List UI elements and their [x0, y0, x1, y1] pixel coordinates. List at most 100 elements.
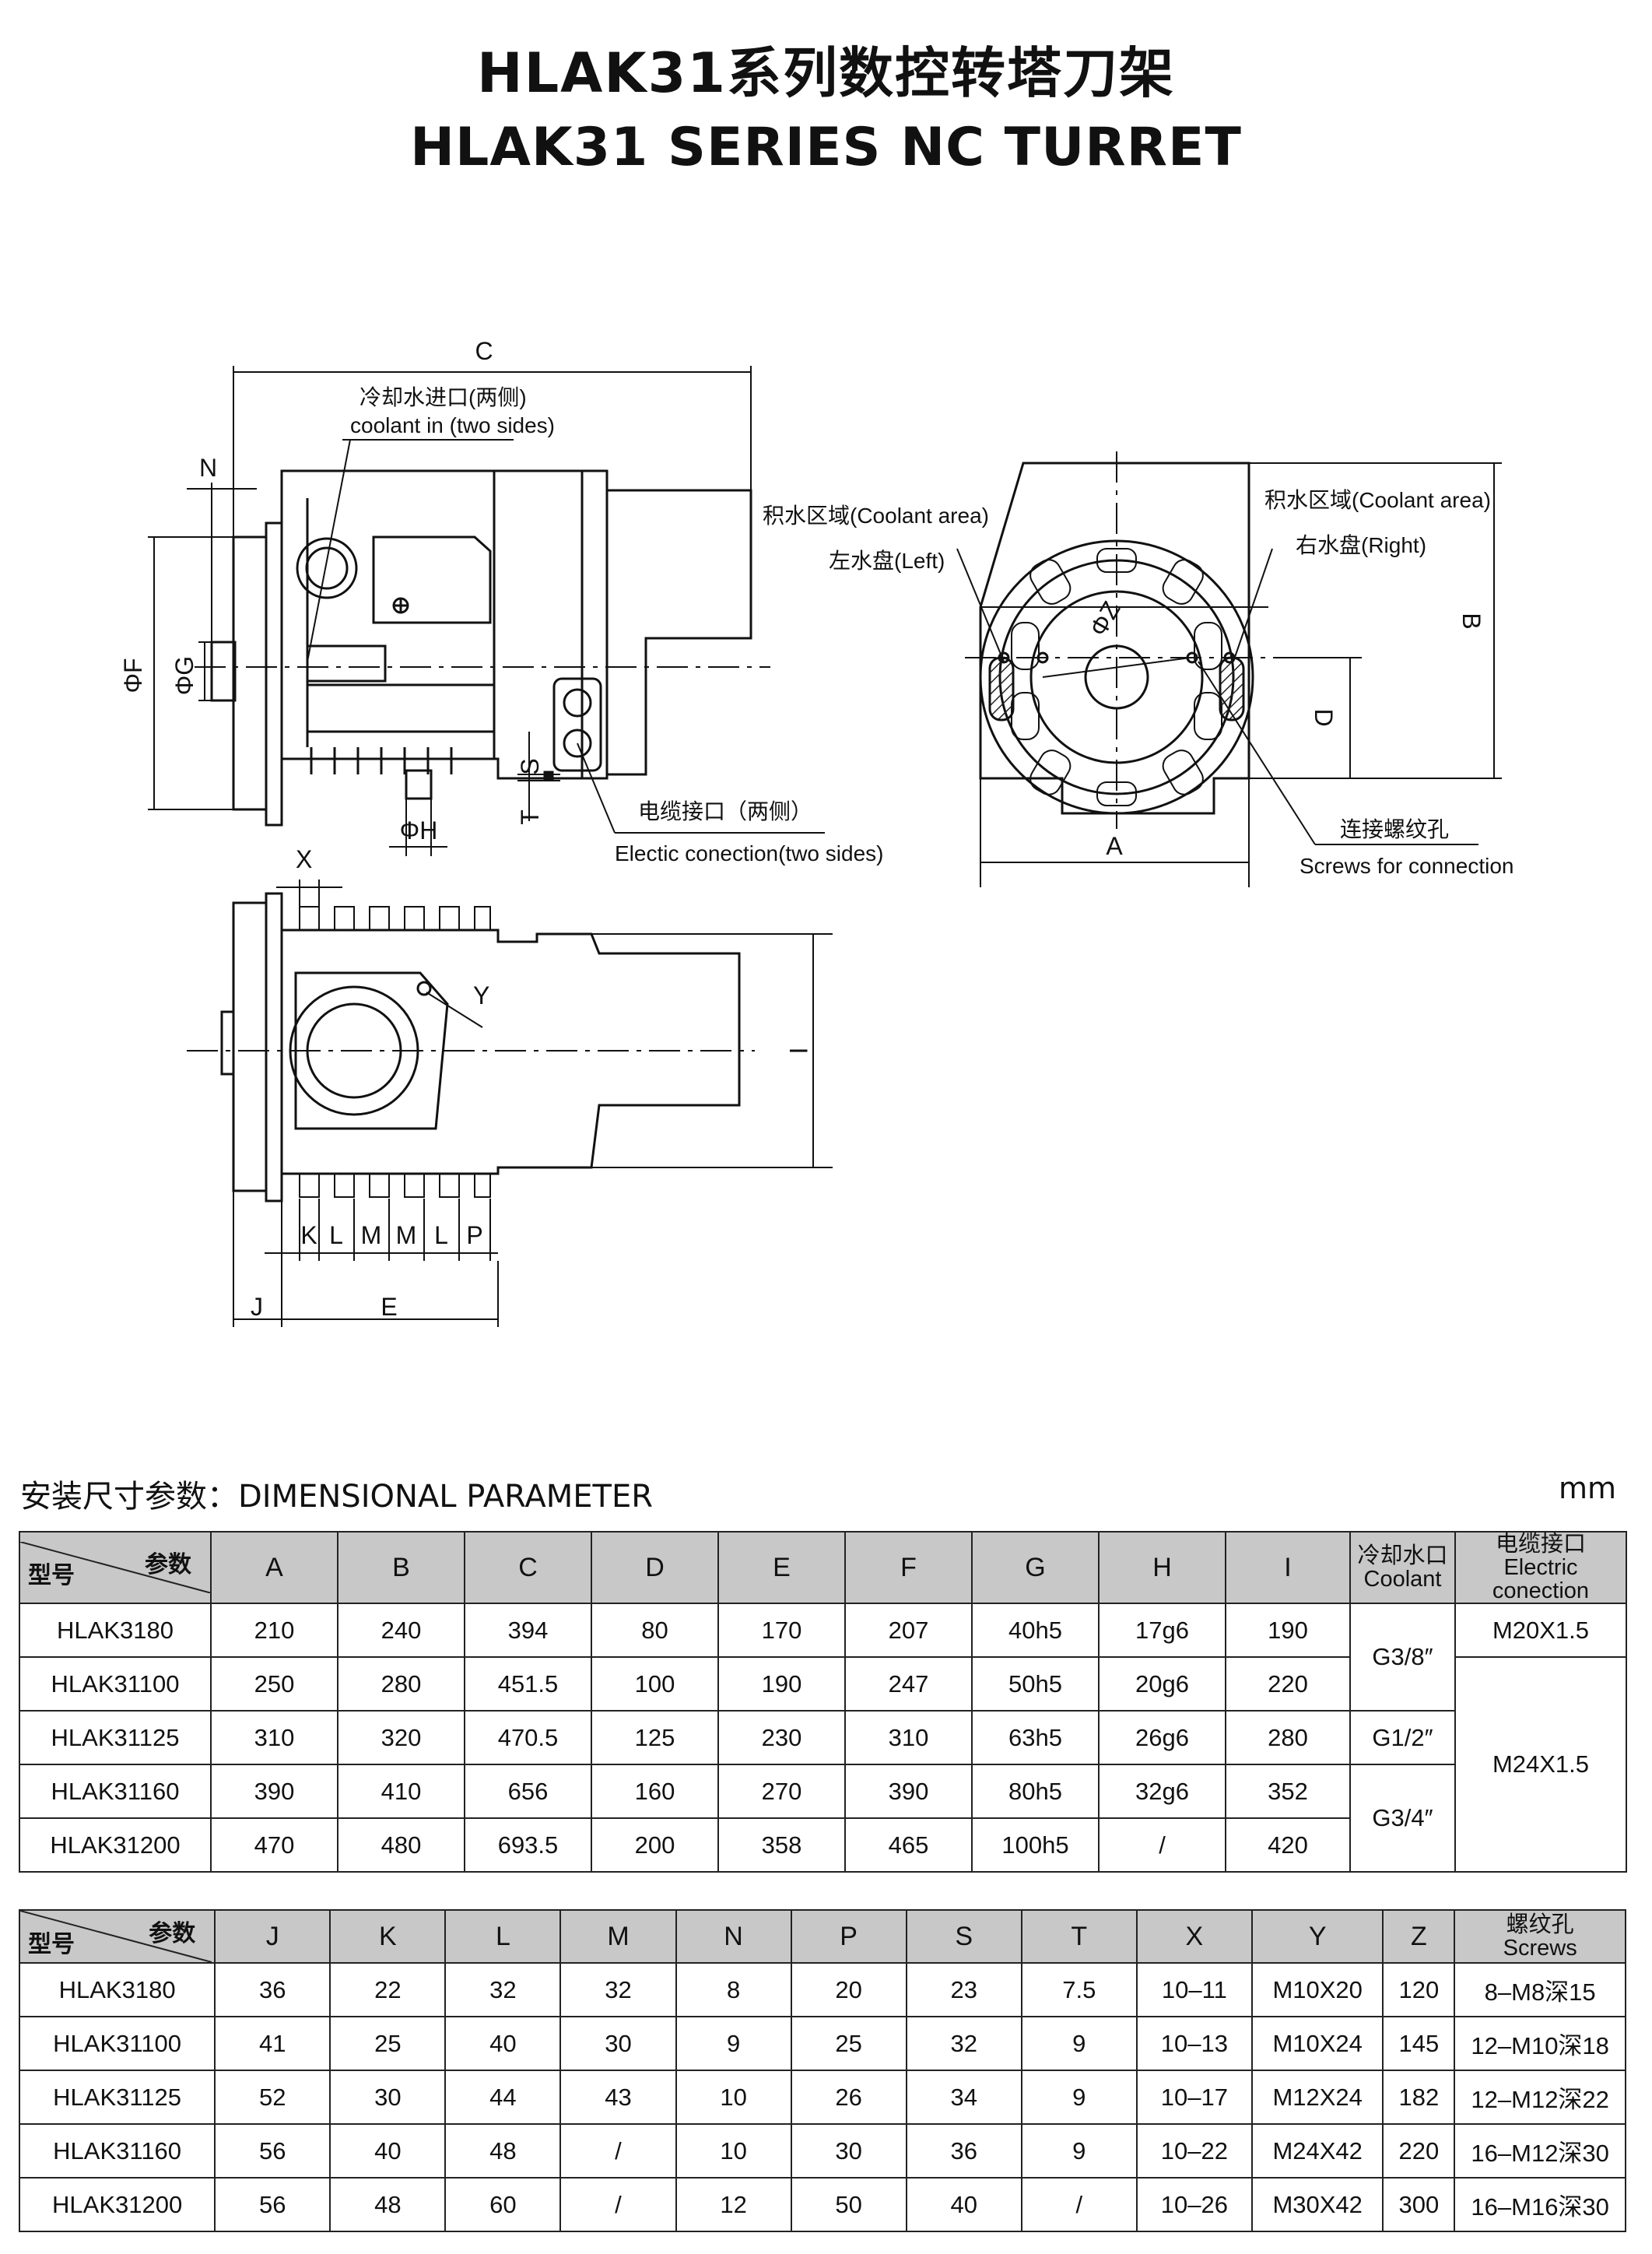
value-cell: 200	[591, 1817, 719, 1873]
technical-drawing: C N ΦF ΦG ΦH S T 冷却水进口(两侧) coolant in (t…	[119, 337, 1513, 1327]
dim-label-z: ΦZ	[1084, 596, 1126, 641]
dim-label-x: X	[296, 845, 312, 873]
value-cell: 220	[1382, 2123, 1456, 2179]
value-cell: 220	[1225, 1656, 1351, 1712]
coolant-right-label: 积水区域(Coolant area)	[1264, 488, 1491, 512]
col-header: H	[1098, 1531, 1226, 1604]
coolant-in-label-en: coolant in (two sides)	[350, 413, 555, 437]
value-cell: 125	[591, 1710, 719, 1765]
value-cell: 10–17	[1135, 2070, 1253, 2125]
value-cell: 8	[675, 1962, 792, 2017]
front-view	[148, 366, 825, 856]
screws-cell: 16–M16深30	[1454, 2177, 1626, 2232]
value-cell: 25	[329, 2016, 447, 2071]
value-cell: 10–13	[1135, 2016, 1253, 2071]
value-cell: 40	[329, 2123, 447, 2179]
value-cell: 26	[790, 2070, 907, 2125]
col-header: N	[675, 1909, 792, 1964]
col-header: G	[971, 1531, 1100, 1604]
col-header: Z	[1382, 1909, 1456, 1964]
dim-label-p: P	[466, 1221, 482, 1249]
value-cell: 160	[591, 1764, 719, 1819]
value-cell: 32	[905, 2016, 1022, 2071]
param-header: 参数	[145, 1552, 191, 1578]
dim-label-l: L	[329, 1221, 343, 1249]
col-header: F	[844, 1531, 973, 1604]
value-cell: 280	[337, 1656, 465, 1712]
col-header: J	[214, 1909, 331, 1964]
value-cell: 30	[790, 2123, 907, 2179]
value-cell: 40h5	[971, 1603, 1100, 1658]
value-cell: 36	[905, 2123, 1022, 2179]
value-cell: 20g6	[1098, 1656, 1226, 1712]
value-cell: M10X20	[1250, 1962, 1384, 2017]
col-header: T	[1020, 1909, 1138, 1964]
dim-label-y: Y	[473, 981, 489, 1009]
model-cell: HLAK31200	[19, 1817, 212, 1873]
value-cell: 240	[337, 1603, 465, 1658]
section-title: 安装尺寸参数：DIMENSIONAL PARAMETER	[20, 1479, 654, 1515]
value-cell: 34	[905, 2070, 1022, 2125]
value-cell: 60	[444, 2177, 562, 2232]
model-cell: HLAK31100	[19, 1656, 212, 1712]
coolant-right-sub: 右水盘(Right)	[1296, 533, 1426, 557]
coolant-in-label-cn: 冷却水进口(两侧)	[360, 385, 527, 409]
model-cell: HLAK31125	[19, 1710, 212, 1765]
model-cell: HLAK31100	[18, 2016, 216, 2071]
model-cell: HLAK31160	[18, 2123, 216, 2179]
dim-label-j: J	[251, 1293, 263, 1321]
coolant-left-sub: 左水盘(Left)	[829, 549, 945, 573]
dim-label-f: ΦF	[119, 658, 147, 693]
top-view	[187, 879, 833, 1327]
value-cell: 270	[717, 1764, 846, 1819]
value-cell: M24X42	[1250, 2123, 1384, 2179]
value-cell: 48	[444, 2123, 562, 2179]
value-cell: /	[559, 2123, 677, 2179]
electric-header-cn: 电缆接口	[1495, 1532, 1586, 1557]
value-cell: 693.5	[464, 1817, 592, 1873]
value-cell: 41	[214, 2016, 331, 2071]
side-view	[956, 451, 1502, 887]
value-cell: 320	[337, 1710, 465, 1765]
value-cell: 120	[1382, 1962, 1456, 2017]
value-cell: 32g6	[1098, 1764, 1226, 1819]
value-cell: 52	[214, 2070, 331, 2125]
value-cell: /	[559, 2177, 677, 2232]
value-cell: 410	[337, 1764, 465, 1819]
dim-label-s: S	[516, 758, 544, 774]
model-cell: HLAK31125	[18, 2070, 216, 2125]
value-cell: 394	[464, 1603, 592, 1658]
page-title-cn: HLAK31系列数控转塔刀架	[476, 41, 1176, 105]
value-cell: 23	[905, 1962, 1022, 2017]
value-cell: 22	[329, 1962, 447, 2017]
screws-label-en: Screws for connection	[1300, 854, 1513, 878]
value-cell: M10X24	[1250, 2016, 1384, 2071]
value-cell: 56	[214, 2177, 331, 2232]
dim-label-m2: M	[396, 1221, 417, 1249]
value-cell: 17g6	[1098, 1603, 1226, 1658]
value-cell: 12	[675, 2177, 792, 2232]
unit-label: mm	[1558, 1471, 1616, 1505]
value-cell: 30	[559, 2016, 677, 2071]
model-header: 型号	[28, 1563, 75, 1589]
value-cell: M30X42	[1250, 2177, 1384, 2232]
value-cell: 480	[337, 1817, 465, 1873]
value-cell: 30	[329, 2070, 447, 2125]
col-header: L	[444, 1909, 562, 1964]
param-model-header-2: 参数 型号	[18, 1909, 216, 1964]
electric-cell: M24X1.5	[1454, 1656, 1627, 1873]
screws-cell: 12–M10深18	[1454, 2016, 1626, 2071]
value-cell: 390	[210, 1764, 338, 1819]
dim-label-i: I	[784, 1048, 812, 1055]
value-cell: 230	[717, 1710, 846, 1765]
model-cell: HLAK3180	[19, 1603, 212, 1658]
